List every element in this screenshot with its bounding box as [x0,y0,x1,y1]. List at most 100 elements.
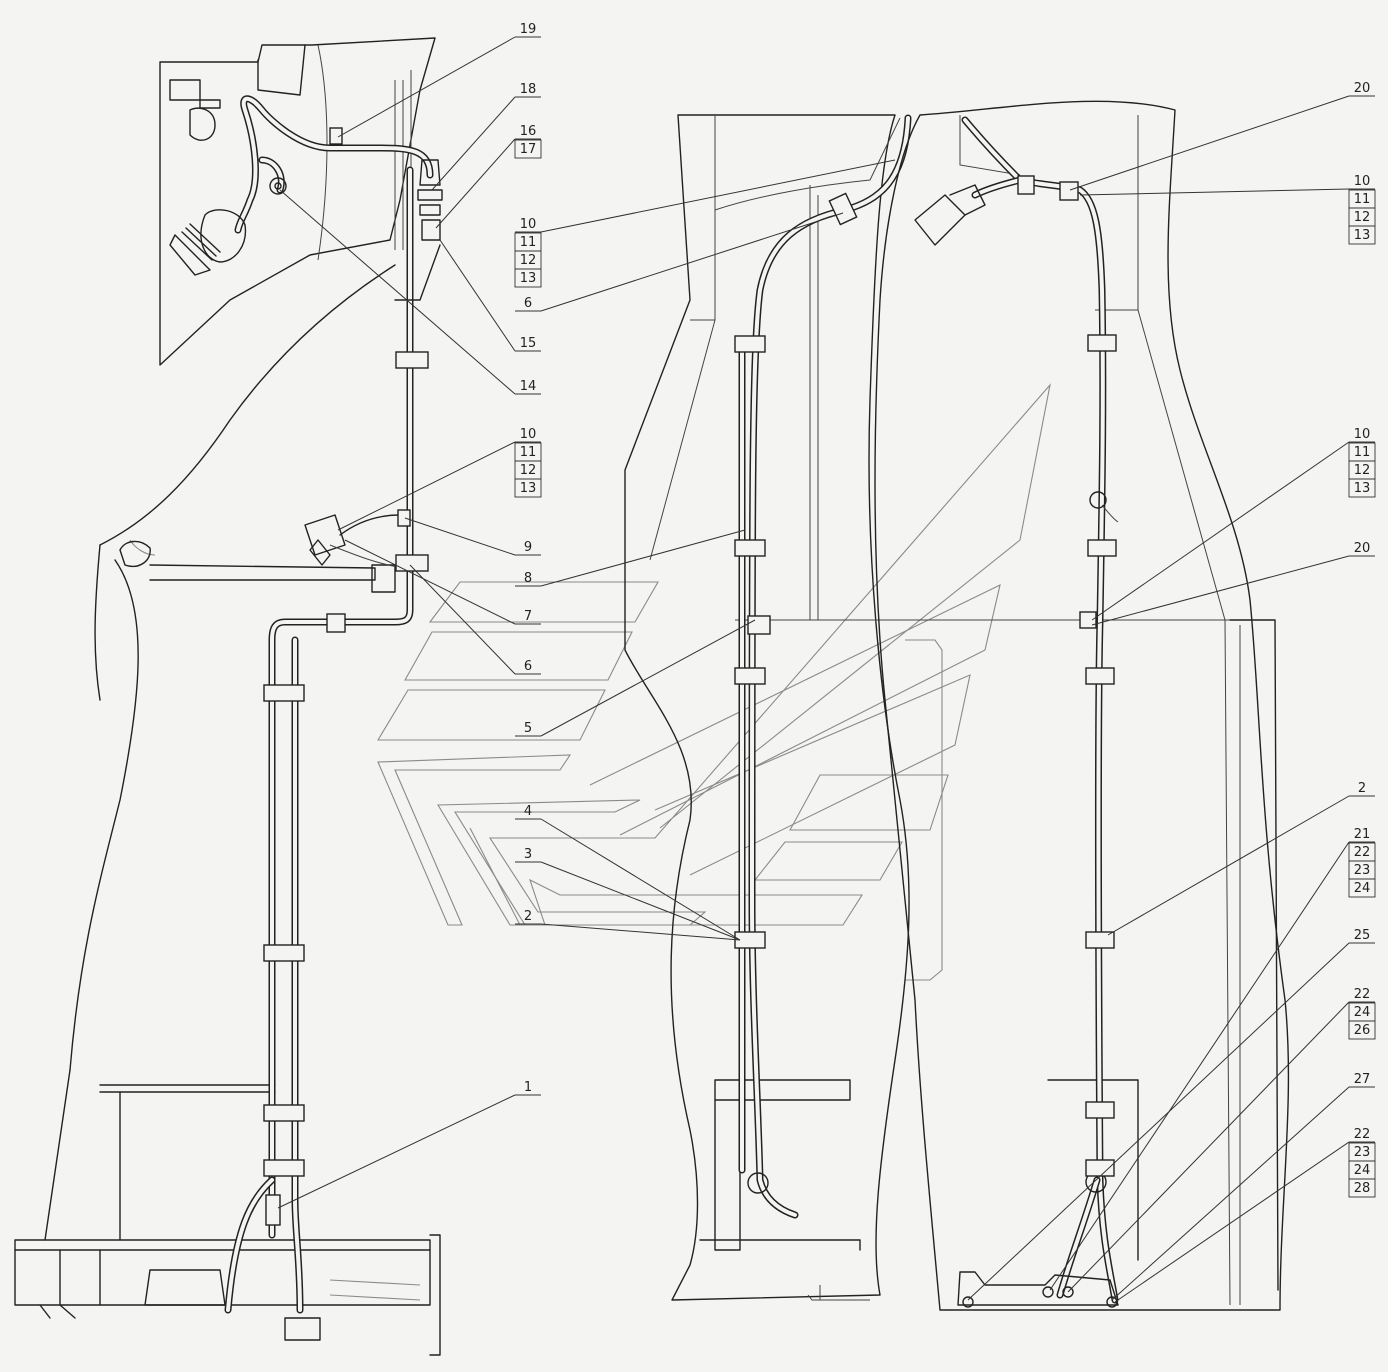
callout-stack-number: 24 [1354,1005,1371,1020]
callout-stack-number: 23 [1354,1145,1371,1160]
callout-stack-number: 24 [1354,1163,1371,1178]
callout-number: 10 [1354,427,1371,442]
callout-stack-number: 23 [1354,863,1371,878]
callout-number: 10 [520,427,537,442]
callout-leader [404,517,516,556]
callout-stack-number: 11 [1354,192,1371,207]
callout-number: 22 [1354,1127,1371,1142]
callout-leader [967,942,1350,1301]
callout-leader [540,923,741,941]
callout-stack-number: 13 [520,271,537,286]
callout-leader [540,861,741,941]
callout-c21: 21 22 23 24 [1049,827,1376,1291]
center-clamps [734,192,858,949]
callout-leader [279,189,516,395]
callout-stack-box [1348,1020,1376,1040]
callout-stack-number: 12 [520,463,537,478]
callout-leader [1069,95,1350,191]
callout-stack-number: 13 [1354,481,1371,496]
callout-c22b: 22 23 24 28 [1114,1127,1376,1303]
callout-number: 21 [1354,827,1371,842]
callout-number: 2 [524,909,532,924]
callout-number: 1 [524,1080,532,1095]
callout-leader [1107,795,1350,936]
callout-labels: 1918161710111213615141011121398765432120… [277,22,1376,1303]
callout-c20a: 20 [1069,81,1375,191]
callout-c19: 19 [337,22,541,138]
callout-number: 6 [524,296,532,311]
callout-leader [344,539,516,625]
left-harness [169,79,443,1314]
callout-c1: 1 [277,1080,541,1209]
callout-stack-box [514,139,542,159]
callout-leader [337,441,516,531]
callout-number: 20 [1354,81,1371,96]
callout-number: 19 [520,22,537,37]
callout-stack-number: 11 [520,235,537,250]
seat-outline [377,383,1051,981]
callout-leader [1114,1141,1350,1303]
callout-leader [540,529,746,587]
callout-stack-number: 11 [1354,445,1371,460]
callout-number: 20 [1354,541,1371,556]
callout-c2b: 2 [1107,781,1375,936]
callout-stack-box [1348,1178,1376,1198]
callout-leader [431,96,516,191]
callout-stack-box [1348,225,1376,245]
callout-stack-number: 12 [520,253,537,268]
left-clamps [263,127,429,1226]
callout-c25: 25 [967,928,1375,1301]
callout-c20b: 20 [1091,541,1375,626]
callout-stack-number: 17 [520,142,537,157]
callout-c4: 4 [515,804,741,941]
callout-number: 16 [520,124,537,139]
callout-number: 14 [520,379,537,394]
callout-number: 25 [1354,928,1371,943]
callout-c18: 18 [431,82,541,191]
callout-stack-number: 22 [1354,845,1371,860]
right-clamps [1017,175,1117,1177]
callout-stack-number: 12 [1354,210,1371,225]
callout-c7: 7 [344,539,541,625]
callout-leader [1091,555,1350,626]
callout-stack-number: 26 [1354,1023,1371,1038]
callout-leader [540,212,844,312]
callout-stack-number: 13 [1354,228,1371,243]
callout-leader [540,818,741,941]
callout-number: 18 [520,82,537,97]
callout-number: 22 [1354,987,1371,1002]
callout-number: 4 [524,804,532,819]
callout-leader [1067,1001,1350,1293]
callout-stack-number: 24 [1354,881,1371,896]
callout-leader [439,239,516,352]
callout-c22a: 22 24 26 [1067,987,1376,1293]
callout-number: 9 [524,540,532,555]
callout-stack-box [1348,878,1376,898]
callout-number: 8 [524,571,532,586]
callout-leader [435,138,516,229]
callout-number: 3 [524,847,532,862]
right-pillar [874,100,1290,1311]
center-pillar [624,114,1230,1301]
callout-c2a: 2 [515,909,741,941]
callout-number: 7 [524,609,532,624]
callout-stack-number: 13 [520,481,537,496]
callout-leader [337,36,516,138]
callout-c9: 9 [404,517,541,556]
callout-leader [409,564,516,675]
callout-leader [277,1094,516,1209]
callout-number: 2 [1358,781,1366,796]
callout-stack-box [1348,478,1376,498]
callout-number: 6 [524,659,532,674]
callout-stack-number: 28 [1354,1181,1371,1196]
callout-stack-box [514,478,542,498]
callout-leader [1091,441,1350,621]
callout-number: 27 [1354,1072,1371,1087]
